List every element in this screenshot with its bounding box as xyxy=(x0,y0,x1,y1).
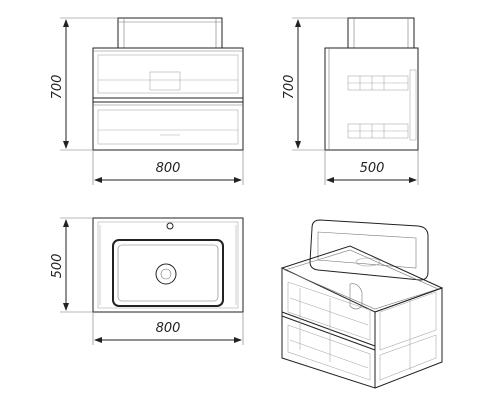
side-height-label: 700 xyxy=(282,75,297,100)
side-depth-label: 500 xyxy=(360,161,385,176)
top-basin xyxy=(112,222,224,307)
front-height-label: 700 xyxy=(50,75,65,100)
top-depth-label: 500 xyxy=(50,254,65,279)
drain xyxy=(155,263,177,285)
iso-basin xyxy=(309,219,429,281)
side-view: 700 500 xyxy=(282,17,419,185)
front-width-dimension: 800 xyxy=(92,150,244,185)
top-width-dimension: 800 xyxy=(92,312,244,345)
side-cabinet xyxy=(324,47,419,151)
front-height-dimension: 700 xyxy=(50,17,118,151)
front-view: 700 800 xyxy=(50,17,244,185)
iso-cabinet-body xyxy=(281,268,443,389)
top-cabinet xyxy=(92,217,244,313)
front-basin xyxy=(117,17,223,49)
top-width-label: 800 xyxy=(156,321,181,336)
faucet-hole xyxy=(166,222,174,230)
side-depth-dimension: 500 xyxy=(324,150,419,185)
isometric-view xyxy=(280,219,444,389)
front-cabinet xyxy=(92,47,244,151)
side-basin xyxy=(347,17,415,49)
top-depth-dimension: 500 xyxy=(50,217,93,313)
side-height-dimension: 700 xyxy=(282,17,348,151)
front-width-label: 800 xyxy=(156,161,181,176)
top-view: 500 800 xyxy=(50,217,244,345)
